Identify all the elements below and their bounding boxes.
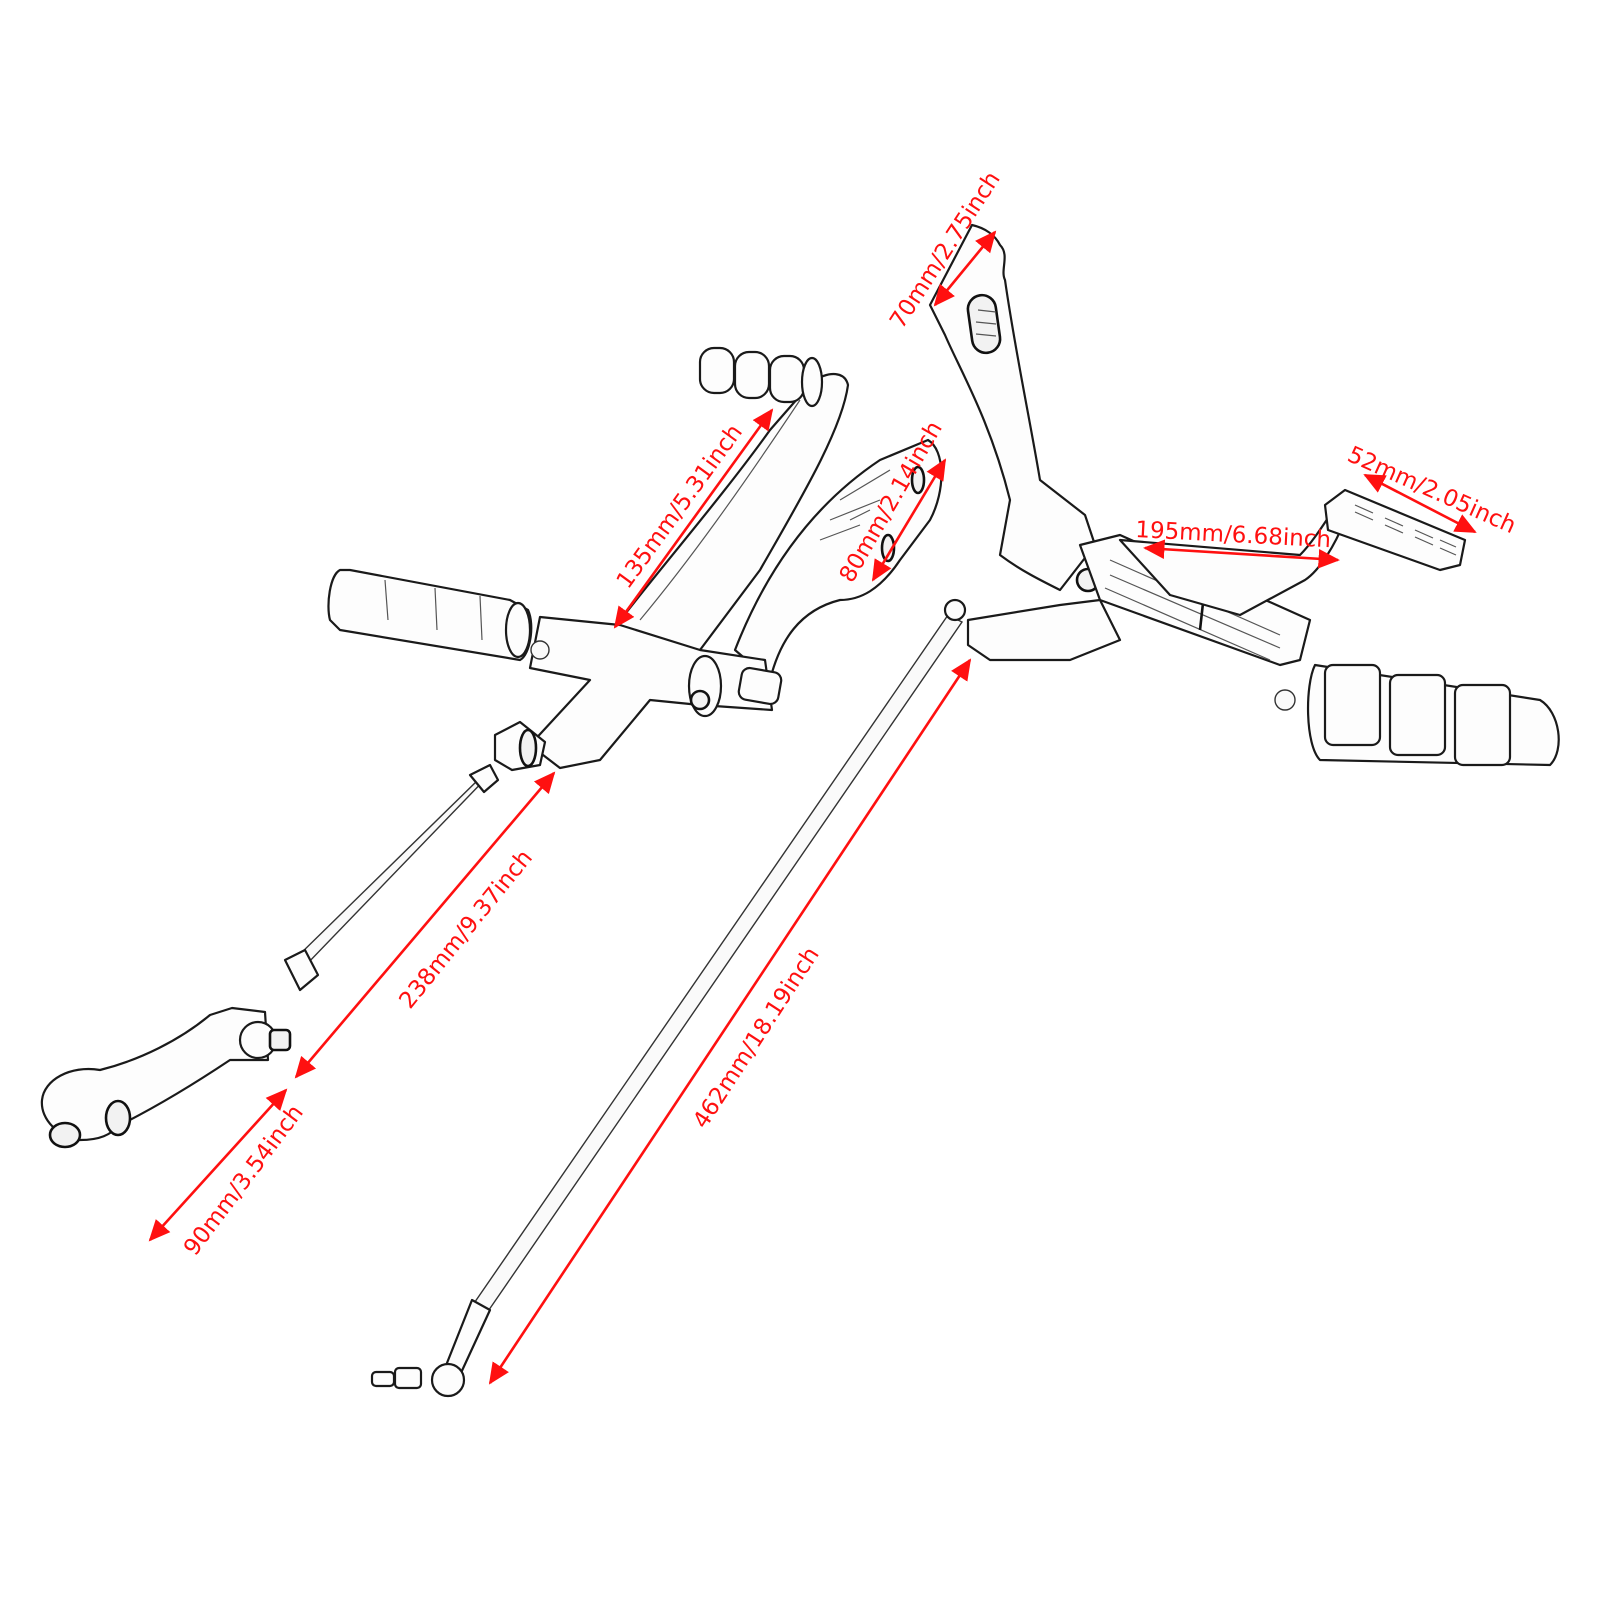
dim-90mm-label: 90mm/3.54inch bbox=[179, 1100, 309, 1260]
linkage-arm bbox=[966, 598, 1122, 662]
lever-bore-icon bbox=[104, 1099, 132, 1137]
left-forward-control bbox=[40, 346, 943, 1149]
peg-pin-icon bbox=[530, 640, 550, 660]
left-footpeg bbox=[327, 568, 533, 662]
footpeg-end-cap bbox=[504, 601, 532, 659]
dim-90mm-line bbox=[148, 1088, 288, 1242]
dimension-lines bbox=[148, 230, 1477, 1385]
joint-nut-icon bbox=[268, 1028, 292, 1052]
dim-70mm-line bbox=[933, 230, 997, 307]
bolt-icon bbox=[689, 689, 711, 711]
left-pivot-body bbox=[528, 615, 774, 770]
long-linkage-rod bbox=[370, 598, 967, 1398]
peg-pin-icon bbox=[1274, 689, 1296, 711]
rod-stud bbox=[370, 1370, 396, 1388]
dim-238mm-label: 238mm/9.37inch bbox=[394, 845, 537, 1014]
dim-462mm-line bbox=[488, 658, 972, 1385]
dim-195mm-line bbox=[1143, 539, 1340, 569]
peg-rubber-segment bbox=[1453, 683, 1512, 767]
dim-135mm-line bbox=[613, 408, 774, 629]
dim-80mm-line bbox=[871, 458, 947, 582]
rod-eye-end bbox=[430, 1362, 466, 1398]
peg-rubber-segment bbox=[1323, 663, 1382, 747]
inner-shift-lever bbox=[40, 1006, 270, 1142]
peg-rubber-segment bbox=[1388, 673, 1447, 757]
rod-ball-end bbox=[943, 598, 967, 622]
shift-peg-rubber bbox=[698, 346, 824, 408]
pivot-shaft bbox=[737, 666, 783, 706]
lever-bore-icon bbox=[48, 1121, 82, 1149]
dim-52mm-line bbox=[1363, 473, 1477, 534]
rod-nut bbox=[393, 1366, 423, 1390]
